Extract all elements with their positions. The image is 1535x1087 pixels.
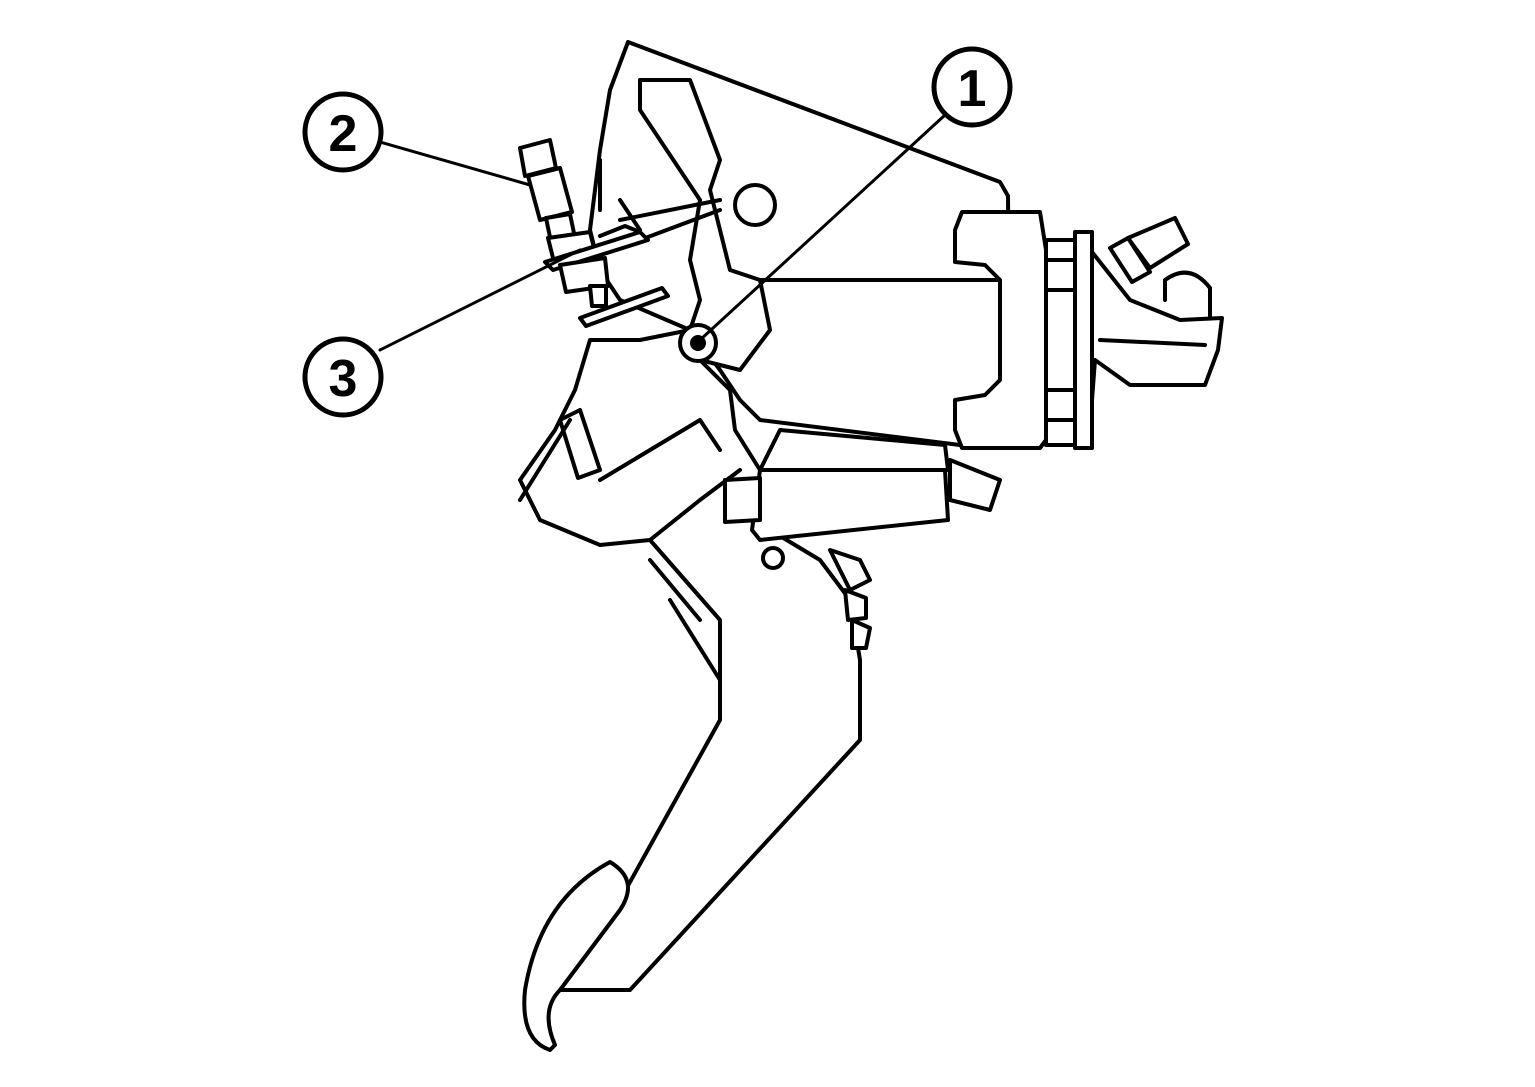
callout-1: 1 xyxy=(931,46,1013,128)
callout-2-label: 2 xyxy=(329,105,358,163)
master-cylinder xyxy=(953,210,1224,450)
leader-line-2 xyxy=(378,140,532,187)
pedal-pad xyxy=(522,860,630,1052)
leader-line-1 xyxy=(698,113,947,342)
callout-3: 3 xyxy=(302,336,384,418)
stop-lamp-switch xyxy=(518,138,670,328)
push-rod xyxy=(723,428,1002,542)
callout-2: 2 xyxy=(302,91,384,173)
leader-line-3 xyxy=(378,248,582,352)
callout-3-label: 3 xyxy=(329,350,358,408)
callout-1-label: 1 xyxy=(958,60,987,118)
